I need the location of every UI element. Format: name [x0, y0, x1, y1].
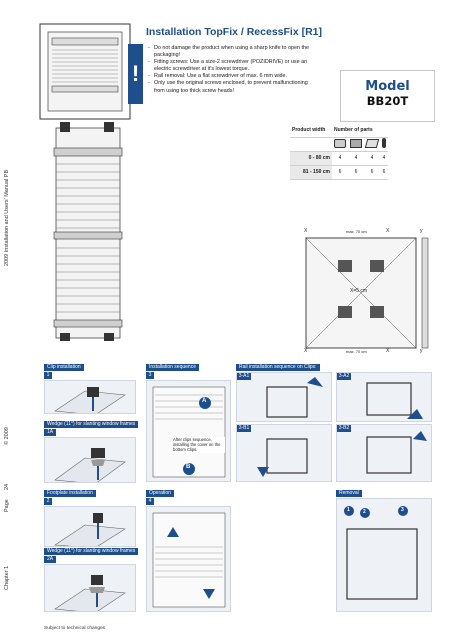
rail-step-a2: 3-A2: [336, 372, 432, 422]
sidebar-page-label: Page: [4, 499, 10, 512]
table-row: 0 - 80 cm 4 4 4 4: [290, 151, 388, 166]
warning-list: Do not damage the product when using a s…: [148, 45, 318, 95]
warning-item: Fitting screws: Use a size-2 screwdriver…: [148, 59, 318, 73]
wedge-part-icon: [364, 137, 380, 152]
step-installation-sequence: Installation sequence 3 A B After clips …: [146, 364, 231, 482]
table-header-parts: Number of parts: [332, 124, 388, 138]
x-label-top-right: X: [386, 228, 390, 234]
step-illustration: [146, 506, 231, 612]
marker-a: A: [202, 398, 207, 404]
x-label-bottom-left: X: [304, 348, 308, 354]
rail-step-b1: 3-B1: [236, 424, 332, 482]
max-label-top: max. 70 cm: [346, 229, 367, 234]
clip-position-diagram: X max. 70 cm X y X=5 cm X max. 70 cm X y: [302, 228, 430, 356]
step-label: Installation sequence: [146, 364, 199, 371]
footer-note: Subject to technical changes: [44, 626, 106, 631]
y-label-top: y: [420, 228, 423, 234]
step-illustration: [44, 380, 136, 414]
warning-item: Only use the original screws enclosed, t…: [148, 80, 318, 94]
step-rail-installation: Rail installation sequence on Clips: 3-A…: [236, 364, 432, 482]
count-cell: 6: [348, 165, 364, 180]
width-cell: 0 - 80 cm: [290, 151, 332, 166]
step-number: 1A: [44, 429, 56, 436]
model-badge: Model BB20T: [340, 70, 435, 122]
step-number: 4: [146, 498, 154, 505]
step-label: Rail installation sequence on Clips:: [236, 364, 320, 371]
count-cell: 6: [380, 165, 388, 180]
model-label: Model: [365, 79, 410, 94]
step-number: 2: [44, 498, 52, 505]
step-wedge-1a: Wedge (11°) for slanting window frames 1…: [44, 421, 139, 483]
step-label: Footplate installation: [44, 490, 96, 497]
parts-table: Product width Number of parts 0 - 80 cm …: [290, 124, 388, 180]
step-number: 3-A2: [337, 373, 351, 380]
width-cell: 81 - 150 cm: [290, 165, 332, 180]
count-cell: 4: [364, 151, 380, 166]
step-number: 3: [146, 372, 154, 379]
step-label: Removal: [336, 490, 362, 497]
count-cell: 4: [348, 151, 364, 166]
step-number: 1: [44, 372, 52, 379]
step-illustration: [44, 506, 136, 547]
step-number: 2A: [44, 556, 56, 563]
warning-item: Do not damage the product when using a s…: [148, 45, 318, 59]
removal-marker-1: 1: [347, 507, 350, 513]
step-illustration: [44, 564, 136, 612]
model-code: BB20T: [366, 94, 409, 108]
max-label-bottom: max. 70 cm: [346, 349, 367, 354]
warning-icon: !: [128, 44, 143, 104]
step-label: Clip installation: [44, 364, 84, 371]
count-cell: 6: [364, 165, 380, 180]
table-row: 81 - 150 cm 6 6 6 6: [290, 165, 388, 180]
step-number: 3-B1: [237, 425, 251, 432]
removal-marker-3: 3: [401, 507, 404, 513]
warning-item: Rail removal: Use a flat screwdriver of …: [148, 73, 318, 80]
screw-part-icon: [380, 137, 388, 152]
step-removal: Removal 1 2 3: [336, 490, 432, 612]
blind-main-illustration: [53, 122, 123, 341]
step-label: Operation: [146, 490, 174, 497]
sidebar-manual-title: 2009 Installation and Users' Manual PB: [4, 169, 10, 266]
step-clip-installation: Clip installation 1: [44, 364, 136, 414]
count-cell: 6: [332, 165, 348, 180]
step-footplate-installation: Footplate installation 2: [44, 490, 136, 547]
page-title: Installation TopFix / RecessFix [R1]: [146, 26, 323, 38]
blind-top-illustration: [39, 23, 131, 120]
rail-step-a1: 3-A1: [236, 372, 332, 422]
sequence-note: After clips sequence, installing the cov…: [173, 437, 225, 453]
clip-part-icon: [332, 137, 348, 152]
step-illustration: A B After clips sequence, installing the…: [146, 380, 231, 482]
y-label-bottom: y: [420, 348, 423, 354]
count-cell: 4: [380, 151, 388, 166]
rail-step-b2: 3-B2: [336, 424, 432, 482]
step-wedge-2a: Wedge (11°) for slanting window frames 2…: [44, 548, 139, 612]
removal-marker-2: 2: [363, 509, 366, 515]
cover-part-icon: [348, 137, 364, 152]
table-header-width: Product width: [290, 124, 332, 138]
step-label: Wedge (11°) for slanting window frames: [44, 421, 139, 428]
step-operation: Operation 4: [146, 490, 231, 612]
x-label-bottom-right: X: [386, 348, 390, 354]
center-distance-label: X=5 cm: [350, 288, 368, 294]
count-cell: 4: [332, 151, 348, 166]
step-number: 3-B2: [337, 425, 351, 432]
sidebar-chapter: Chapter 1: [4, 565, 10, 590]
sidebar-copyright: © 2009: [4, 427, 10, 445]
step-illustration: [44, 437, 136, 483]
sidebar-page-number: 24: [4, 483, 10, 490]
step-illustration: 1 2 3: [336, 498, 432, 612]
marker-b: B: [186, 464, 191, 470]
x-label-top-left: X: [304, 228, 308, 234]
step-number: 3-A1: [237, 373, 251, 380]
step-label: Wedge (11°) for slanting window frames: [44, 548, 139, 555]
